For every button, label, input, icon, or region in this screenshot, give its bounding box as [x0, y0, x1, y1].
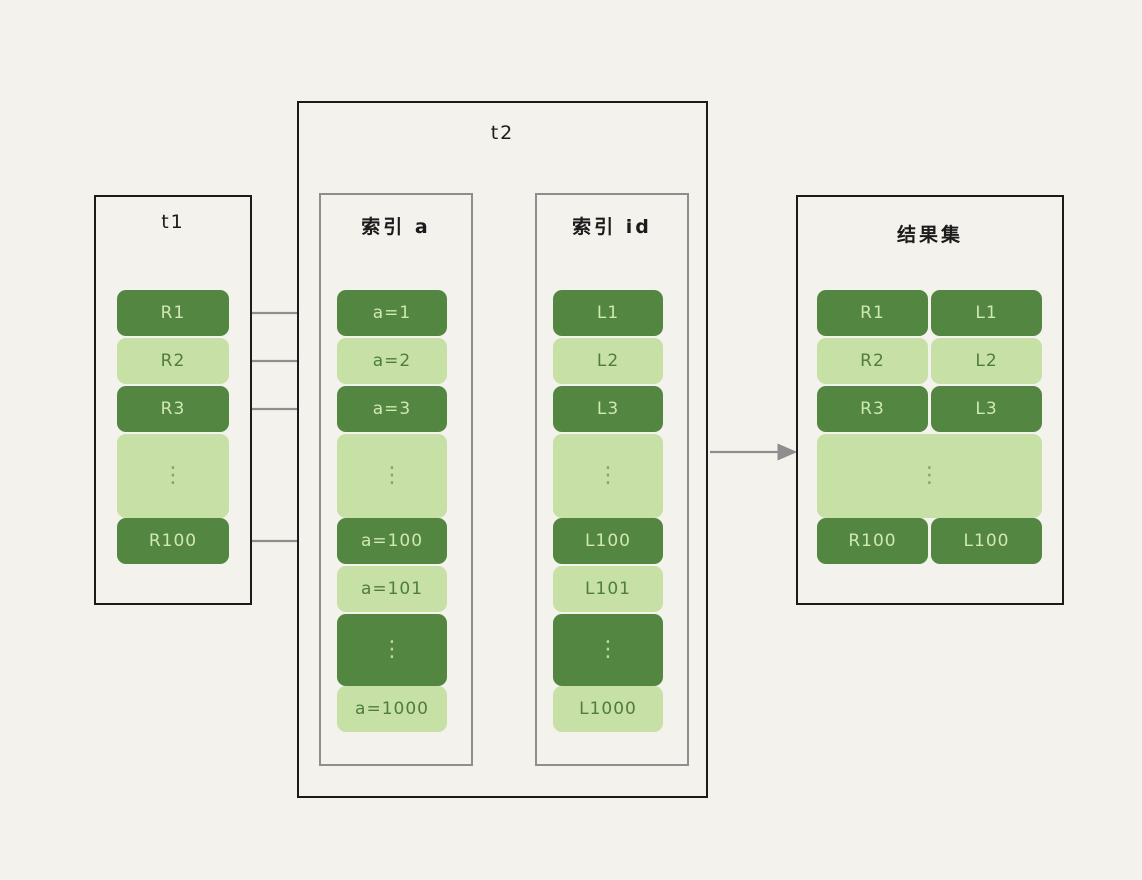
result-row-5-right: L100 — [931, 518, 1042, 564]
index-a-row-ellipsis-1: ⋮ — [337, 434, 447, 518]
result-row-ellipsis-label: ⋮ — [918, 463, 941, 489]
index-a-row-2-label: a=2 — [372, 351, 412, 371]
index-id-row-101: L101 — [553, 566, 663, 612]
t1-row-r1-label: R1 — [160, 303, 186, 323]
index-a-row-1-label: a=1 — [372, 303, 412, 323]
index-a-title: 索引 a — [361, 216, 431, 238]
index-id-title: 索引 id — [572, 216, 652, 238]
table-t1-title: t1 — [161, 211, 185, 233]
index-a-row-3-label: a=3 — [372, 399, 412, 419]
result-row-1-left: R1 — [817, 290, 928, 336]
result-row-2-right: L2 — [931, 338, 1042, 384]
result-row-1-right: L1 — [931, 290, 1042, 336]
index-id-row-ellipsis-2-label: ⋮ — [597, 637, 619, 663]
t1-row-r3: R3 — [117, 386, 229, 432]
result-row-1-left-label: R1 — [860, 303, 885, 323]
index-id-row-3-label: L3 — [596, 399, 620, 419]
result-set-title: 结果集 — [896, 224, 963, 246]
index-a-row-101: a=101 — [337, 566, 447, 612]
index-a-row-2: a=2 — [337, 338, 447, 384]
index-id-row-2: L2 — [553, 338, 663, 384]
index-id-row-1000: L1000 — [553, 686, 663, 732]
index-id-row-1: L1 — [553, 290, 663, 336]
index-a-row-1: a=1 — [337, 290, 447, 336]
index-id-row-100-label: L100 — [585, 531, 631, 551]
index-id-row-1-label: L1 — [596, 303, 620, 323]
result-row-3-left: R3 — [817, 386, 928, 432]
t1-row-r2: R2 — [117, 338, 229, 384]
t1-row-r2-label: R2 — [160, 351, 186, 371]
result-row-2-left: R2 — [817, 338, 928, 384]
index-a-row-3: a=3 — [337, 386, 447, 432]
result-row-3-right: L3 — [931, 386, 1042, 432]
index-a-row-ellipsis-2: ⋮ — [337, 614, 447, 686]
index-a-row-1000: a=1000 — [337, 686, 447, 732]
index-id-row-2-label: L2 — [596, 351, 620, 371]
result-row-ellipsis: ⋮ — [817, 434, 1042, 518]
result-row-1-right-label: L1 — [975, 303, 998, 323]
t1-row-r100-label: R100 — [148, 531, 198, 551]
index-a-row-101-label: a=101 — [360, 579, 424, 599]
result-row-5-left: R100 — [817, 518, 928, 564]
result-row-3-right-label: L3 — [975, 399, 998, 419]
index-id-row-ellipsis-2: ⋮ — [553, 614, 663, 686]
index-a-row-100-label: a=100 — [360, 531, 424, 551]
index-id-row-101-label: L101 — [585, 579, 631, 599]
index-a-row-ellipsis-1-label: ⋮ — [381, 463, 403, 489]
result-row-5-left-label: R100 — [848, 531, 897, 551]
index-a-row-ellipsis-2-label: ⋮ — [381, 637, 403, 663]
table-t2-title: t2 — [490, 122, 515, 144]
index-a-row-100: a=100 — [337, 518, 447, 564]
t1-row-ellipsis-label: ⋮ — [162, 463, 184, 489]
t1-row-r100: R100 — [117, 518, 229, 564]
t1-row-r3-label: R3 — [160, 399, 186, 419]
index-id-row-ellipsis-1-label: ⋮ — [597, 463, 619, 489]
index-id-row-1000-label: L1000 — [579, 699, 637, 719]
index-id-row-ellipsis-1: ⋮ — [553, 434, 663, 518]
index-id-row-3: L3 — [553, 386, 663, 432]
t1-row-ellipsis: ⋮ — [117, 434, 229, 518]
t1-row-r1: R1 — [117, 290, 229, 336]
index-id-row-100: L100 — [553, 518, 663, 564]
result-row-3-left-label: R3 — [860, 399, 885, 419]
index-a-row-1000-label: a=1000 — [355, 699, 429, 719]
result-row-5-right-label: L100 — [963, 531, 1010, 551]
result-row-2-right-label: L2 — [975, 351, 998, 371]
result-row-2-left-label: R2 — [860, 351, 885, 371]
